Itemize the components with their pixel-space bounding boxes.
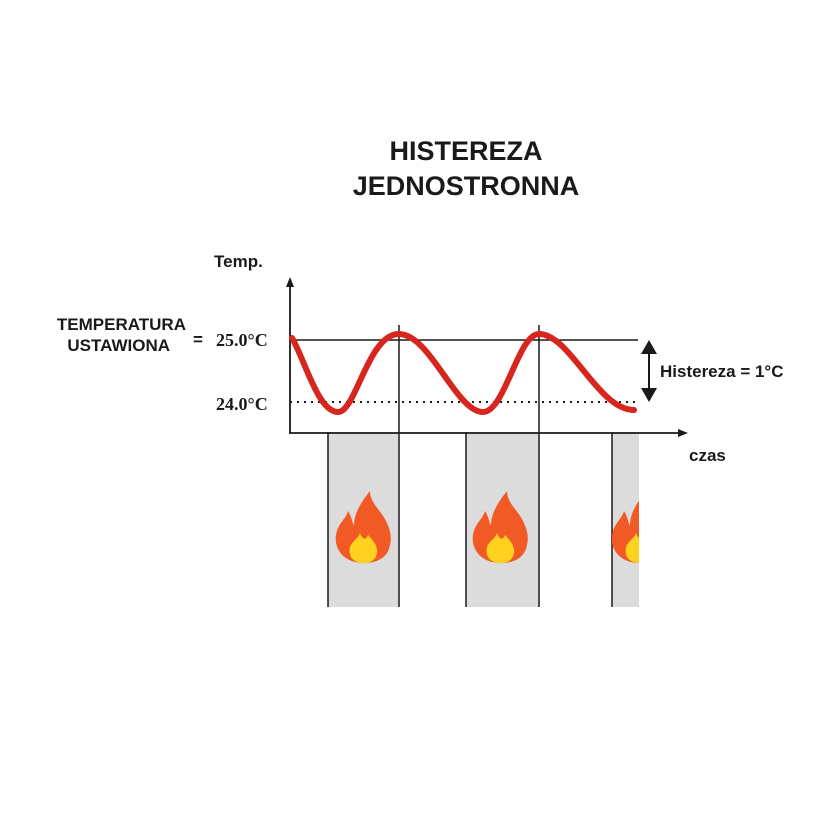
upper-temp-label: 25.0°C [216,330,268,350]
setpoint-label-line-1: TEMPERATURA [57,315,186,334]
title-line-1: HISTEREZA [389,136,542,166]
switch-lines [327,325,613,607]
lower-temp-label: 24.0°C [216,394,268,414]
y-axis-label: Temp. [214,252,263,271]
title-line-2: JEDNOSTRONNA [353,171,580,201]
x-axis-label: czas [689,446,726,465]
hysteresis-arrow [641,340,657,402]
setpoint-label-line-2: USTAWIONA [67,336,170,355]
equals-sign: = [193,330,203,349]
temperature-curve [289,330,637,416]
hysteresis-label: Histereza = 1°C [660,362,784,381]
